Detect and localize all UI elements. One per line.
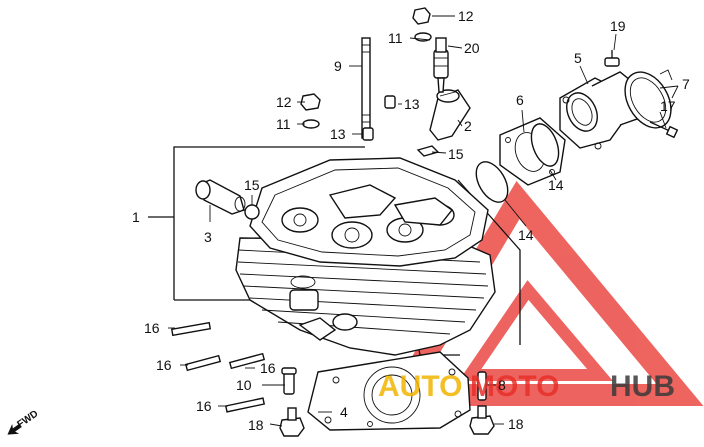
callout-12-top: 12	[458, 8, 474, 24]
callout-6: 6	[516, 92, 524, 108]
washer-left	[302, 119, 320, 129]
callout-20: 20	[464, 40, 480, 56]
o-ring-lower	[475, 161, 509, 203]
cap-nut-top	[412, 7, 431, 25]
watermark-wordmark: AUTO MOTO HUB	[378, 370, 675, 403]
fwd-arrow-icon	[7, 423, 22, 435]
callout-19: 19	[610, 18, 626, 34]
bolt-18-right	[469, 405, 495, 435]
watermark-triangle-inner	[458, 280, 613, 381]
callout-8: 8	[498, 377, 506, 393]
hose-clamp	[624, 69, 673, 129]
callout-14-right: 14	[548, 177, 564, 193]
callout-16-a: 16	[144, 320, 160, 336]
stud-bolt-long	[361, 37, 371, 139]
watermark-auto: AUTO	[378, 370, 462, 403]
callout-13-lower: 13	[330, 126, 346, 142]
callout-5: 5	[574, 50, 582, 66]
callout-18-left: 18	[248, 417, 264, 433]
callout-16-c: 16	[260, 360, 276, 376]
callout-16-b: 16	[156, 357, 172, 373]
bolt-18-left	[279, 407, 305, 437]
watermark-hub: HUB	[610, 370, 675, 403]
callout-7: 7	[682, 76, 690, 92]
o-ring-cap	[244, 204, 260, 220]
callout-18-right: 18	[508, 416, 524, 432]
stud-bolt-16b	[184, 354, 222, 372]
callout-14-lower: 14	[518, 227, 534, 243]
callout-4: 4	[340, 404, 348, 420]
dowel-pin-8	[477, 371, 487, 401]
callout-15-upper: 15	[448, 146, 464, 162]
cylinder-head	[235, 157, 496, 356]
cylinder-head-gasket	[307, 351, 471, 431]
fwd-label: FWD	[15, 408, 40, 430]
tappet-hole-cap-top	[429, 89, 471, 141]
spark-plug	[433, 37, 449, 93]
bolt-10	[281, 367, 297, 395]
callout-15-left: 15	[244, 177, 260, 193]
callout-13-upper: 13	[404, 96, 420, 112]
o-ring-upper	[530, 123, 560, 167]
forward-direction-indicator: FWD	[7, 408, 40, 435]
callout-labels: 12 11 20 9 12 13 11 2 13 15 19 5 7 6 17 …	[132, 8, 690, 433]
bolt-19	[604, 50, 620, 67]
callout-9: 9	[334, 58, 342, 74]
callout-1: 1	[132, 209, 140, 225]
stud-bolt-16c	[228, 352, 266, 370]
callout-3: 3	[204, 229, 212, 245]
dowel-pin-lower	[362, 127, 374, 141]
callout-16-d: 16	[196, 398, 212, 414]
dowel-pin-upper	[384, 95, 396, 109]
leader-lines	[168, 15, 679, 427]
callout-12-left: 12	[276, 94, 292, 110]
tappet-hole-cap-left	[195, 179, 246, 215]
watermark-moto: MOTO	[470, 370, 559, 403]
callout-17: 17	[660, 98, 676, 114]
callout-10: 10	[236, 377, 252, 393]
callout-11-left: 11	[276, 116, 291, 132]
callout-2: 2	[464, 118, 472, 134]
callout-11-top: 11	[388, 30, 403, 46]
o-ring-small	[416, 145, 440, 157]
stud-bolt-16a	[170, 321, 212, 337]
stud-bolt-16d	[224, 397, 266, 413]
cap-nut-left	[300, 93, 321, 111]
